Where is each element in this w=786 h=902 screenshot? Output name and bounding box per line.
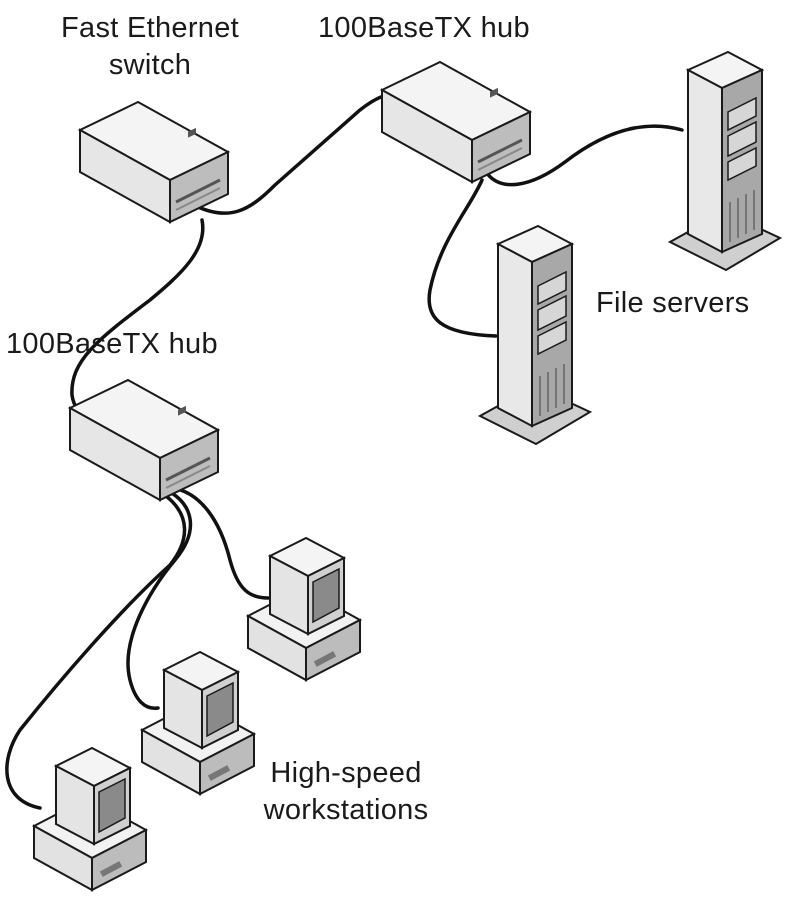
cable-hub-top-to-server-left <box>427 178 498 338</box>
hub-left-label: 100BaseTX hub <box>6 328 218 360</box>
cable-hub-left-to-ws-bottom <box>5 494 187 810</box>
switch-label: Fast Ethernet switch <box>30 10 270 84</box>
file-servers-label: File servers <box>596 287 750 319</box>
workstation-icon-left <box>33 747 147 891</box>
switch-label-line1: Fast Ethernet <box>61 12 239 44</box>
hub-icon-left <box>68 378 220 502</box>
cable-hub-left-to-ws-right <box>170 486 270 600</box>
hub-top-label: 100BaseTX hub <box>318 12 530 44</box>
cable-hub-left-to-ws-mid <box>126 490 193 710</box>
switch-label-line2: switch <box>108 49 192 81</box>
workstations-label-line2: workstations <box>263 794 429 826</box>
workstations-label: High-speed workstations <box>236 755 456 829</box>
cable-hub-top-to-server-right <box>484 124 684 187</box>
workstations-label-line1: High-speed <box>270 757 422 789</box>
workstation-icon-right <box>247 537 361 681</box>
switch-icon <box>78 100 230 224</box>
hub-icon-top <box>380 60 532 184</box>
server-icon-right <box>669 51 781 271</box>
